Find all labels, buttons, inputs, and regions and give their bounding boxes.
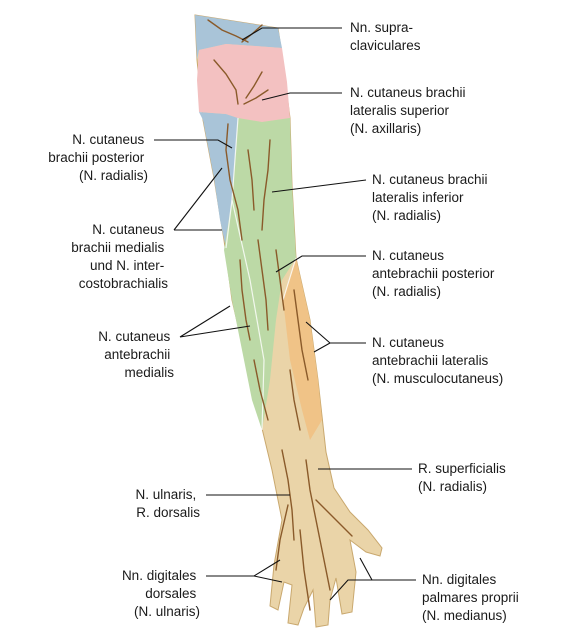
label-line: dorsales [145, 586, 196, 601]
label-line: lateralis inferior [372, 190, 464, 205]
label-line: claviculares [350, 38, 421, 53]
label-line: (N. radialis) [372, 284, 441, 299]
leader-lat-antebrachii [306, 322, 366, 352]
label-line: N. cutaneus [372, 248, 444, 263]
label-lateralis-superior: N. cutaneus brachii lateralis superior (… [350, 85, 469, 136]
label-r-superficialis: R. superficialis (N. radialis) [418, 461, 510, 494]
leader-dig-dorsales [206, 560, 282, 582]
label-line: N. cutaneus brachii [350, 85, 466, 100]
label-line: R. superficialis [418, 461, 506, 476]
label-line: Nn. digitales [422, 572, 497, 587]
label-digitales-palmares: Nn. digitales palmares proprii (N. media… [422, 572, 523, 623]
label-line: antebrachii posterior [372, 266, 495, 281]
label-lateralis-inferior: N. cutaneus brachii lateralis inferior (… [372, 172, 491, 223]
label-line: (N. radialis) [372, 208, 441, 223]
label-line: (N. radialis) [79, 168, 148, 183]
label-line: medialis [124, 365, 174, 380]
label-antebrachii-lateralis: N. cutaneus antebrachii lateralis (N. mu… [372, 335, 503, 386]
label-line: N. cutaneus [372, 335, 444, 350]
label-antebrachii-posterior: N. cutaneus antebrachii posterior (N. ra… [372, 248, 498, 299]
leader-med-brachii [174, 168, 222, 230]
label-line: N. cutaneus [92, 222, 164, 237]
label-line: R. dorsalis [136, 505, 200, 520]
label-digitales-dorsales: Nn. digitales dorsales (N. ulnaris) [122, 568, 200, 619]
label-line: Nn. digitales [122, 568, 197, 583]
label-antebrachii-medialis: N. cutaneus antebrachii medialis [98, 329, 174, 380]
label-line: Nn. supra- [350, 20, 413, 35]
label-ulnaris-dorsalis: N. ulnaris, R. dorsalis [135, 487, 200, 520]
label-line: (N. radialis) [418, 479, 487, 494]
label-line: antebrachii lateralis [372, 353, 489, 368]
label-line: und N. inter- [90, 258, 164, 273]
label-line: N. ulnaris, [135, 487, 196, 502]
label-line: brachii medialis [71, 240, 164, 255]
label-line: N. cutaneus [98, 329, 170, 344]
label-line: costobrachialis [79, 276, 169, 291]
region-lateralis-superior [197, 44, 290, 122]
label-line: antebrachii [104, 347, 170, 362]
label-line: (N. musculocutaneus) [372, 371, 503, 386]
label-line: (N. ulnaris) [134, 604, 200, 619]
label-line: N. cutaneus brachii [372, 172, 488, 187]
label-line: (N. axillaris) [350, 121, 421, 136]
label-line: lateralis superior [350, 103, 450, 118]
label-line: brachii posterior [48, 150, 145, 165]
label-brachii-medialis: N. cutaneus brachii medialis und N. inte… [71, 222, 168, 291]
label-line: N. cutaneus [72, 132, 144, 147]
label-brachii-posterior: N. cutaneus brachii posterior (N. radial… [48, 132, 148, 183]
label-supraclaviculares: Nn. supra- claviculares [350, 20, 421, 53]
label-line: (N. medianus) [422, 608, 507, 623]
label-line: palmares proprii [422, 590, 519, 605]
